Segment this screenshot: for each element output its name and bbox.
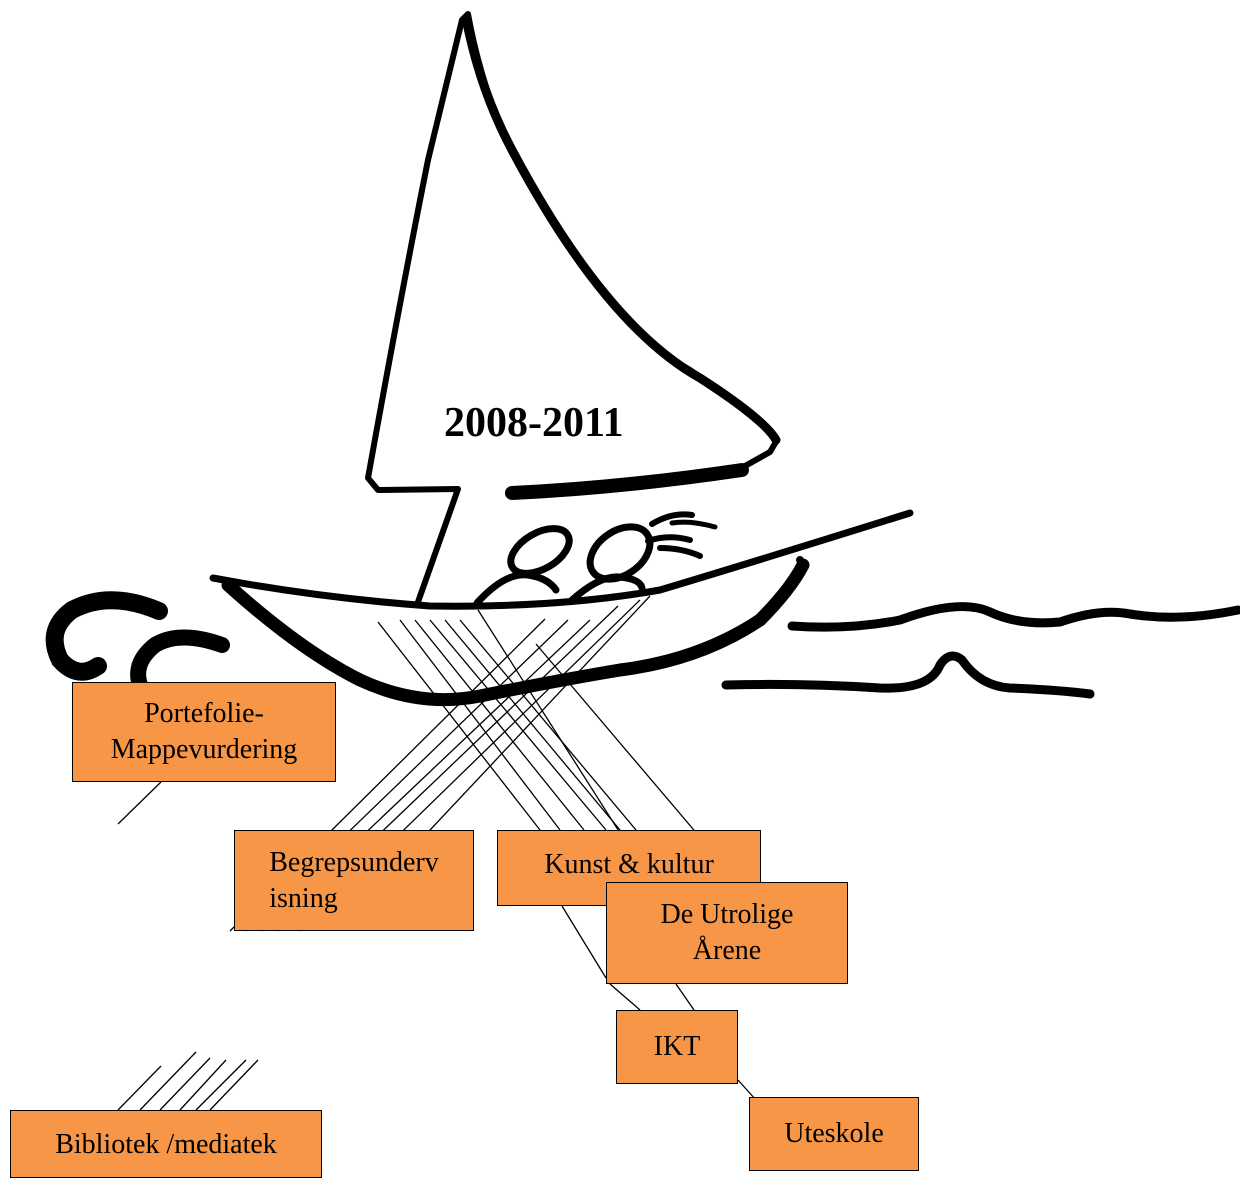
box-begrepsundervisning-line2: isning [269,882,338,914]
box-de-utrolige-arene-text: De Utrolige Årene [661,897,794,969]
connector-line [209,1059,259,1111]
connector-line [399,619,561,831]
connector-line [414,619,585,831]
box-portefolie-line2: Mappevurdering [110,734,298,765]
waves-right [721,602,1240,699]
sailors [473,511,718,607]
box-de-utrolige-arene: De Utrolige Årene [606,882,848,984]
box-uteskole-label: Uteskole [784,1118,884,1149]
connector-line [195,1059,247,1111]
box-ikt-label: IKT [653,1031,701,1062]
connector-line [159,1057,211,1111]
connector-line [444,619,621,831]
box-portefolie-text: Portefolie- Mappevurdering [111,696,298,768]
connector-line [117,781,162,825]
box-begrepsundervisning-text: Begrepsunderv isning [269,845,439,917]
boat-hull [209,509,914,707]
box-portefolie: Portefolie- Mappevurdering [72,682,336,782]
connector-line [561,905,607,979]
connector-line [179,1059,227,1111]
box-bibliotek: Bibliotek /mediatek [10,1110,322,1178]
connector-line [429,619,607,831]
box-ikt: IKT [616,1010,738,1084]
box-kunst-kultur-label: Kunst & kultur [544,849,714,880]
connector-line [139,1051,197,1111]
box-de-utrolige-arene-line2: Årene [692,935,762,966]
connector-line [609,983,641,1011]
box-uteskole: Uteskole [749,1097,919,1171]
box-portefolie-line1: Portefolie- [144,698,264,729]
year-label: 2008-2011 [444,400,624,446]
box-begrepsundervisning: Begrepsunderv isning [234,830,474,931]
box-begrepsundervisning-line1: Begrepsunderv [269,846,439,878]
connector-line [675,983,695,1011]
connector-line [737,1079,757,1101]
sail [365,11,781,605]
box-bibliotek-label: Bibliotek /mediatek [55,1129,277,1160]
connector-line [117,1065,162,1111]
connector-line [459,619,637,831]
box-de-utrolige-arene-line1: De Utrolige [660,899,794,930]
connector-line [377,621,541,831]
connector-lines [117,595,757,1111]
